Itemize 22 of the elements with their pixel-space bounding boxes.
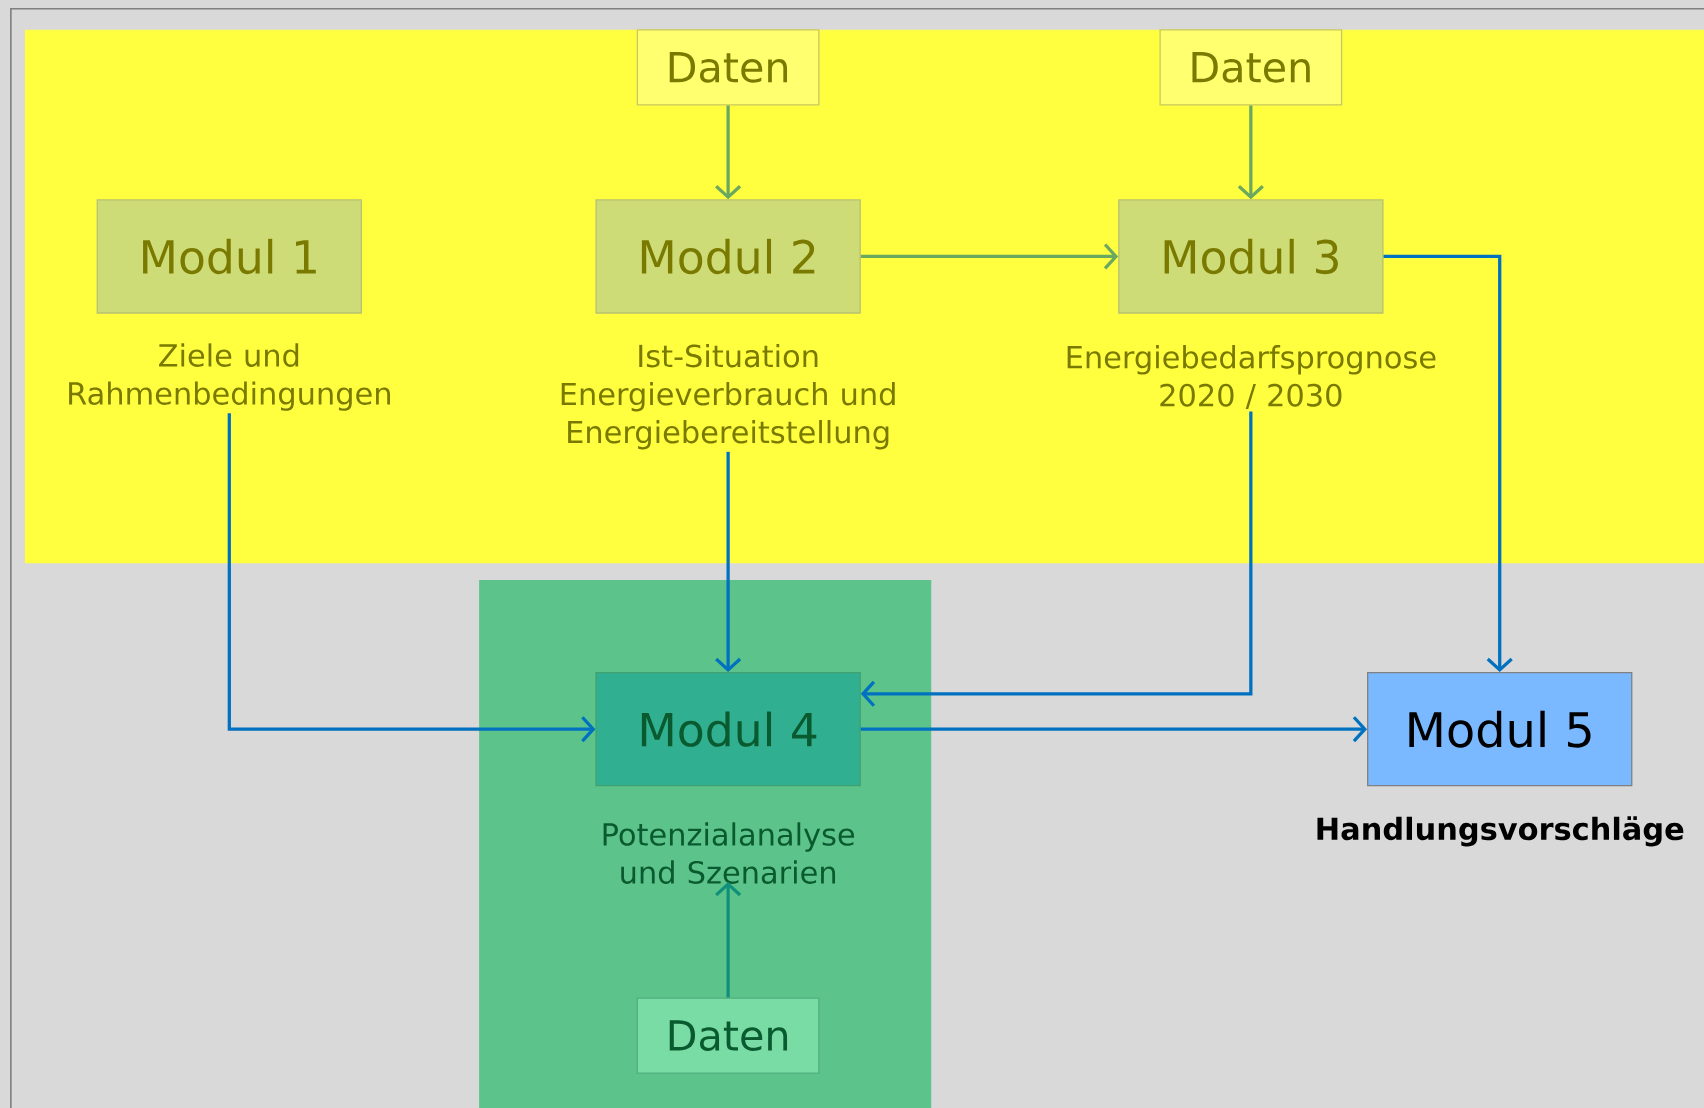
arrow	[227, 413, 596, 743]
arrow	[715, 105, 742, 200]
arrow	[860, 243, 1119, 270]
data-box: Daten	[636, 29, 820, 106]
module-caption: Ziele und Rahmenbedingungen	[69, 343, 390, 411]
arrow	[1383, 254, 1513, 672]
module-box: Modul 3	[1118, 199, 1384, 314]
module-caption: Ist-Situation Energieverbrauch und Energiebereitstellung	[561, 343, 895, 450]
module-caption: Energiebedarfsprognose 2020 / 2030	[1067, 344, 1436, 409]
module-box: Modul 1	[96, 199, 362, 314]
arrow	[860, 715, 1368, 743]
module-box: Modul 2	[595, 199, 861, 314]
module-box: Modul 5	[1367, 671, 1633, 787]
arrow	[715, 881, 742, 998]
arrow	[715, 451, 742, 672]
module-caption: Handlungsvorschläge	[1317, 816, 1684, 847]
arrow	[1237, 105, 1264, 200]
arrow	[860, 411, 1253, 707]
module-caption: Potenzialanalyse und Szenarien	[603, 822, 855, 884]
module-box: Modul 4	[595, 671, 861, 787]
data-box: Daten	[1159, 29, 1343, 106]
data-box: Daten	[636, 997, 820, 1074]
